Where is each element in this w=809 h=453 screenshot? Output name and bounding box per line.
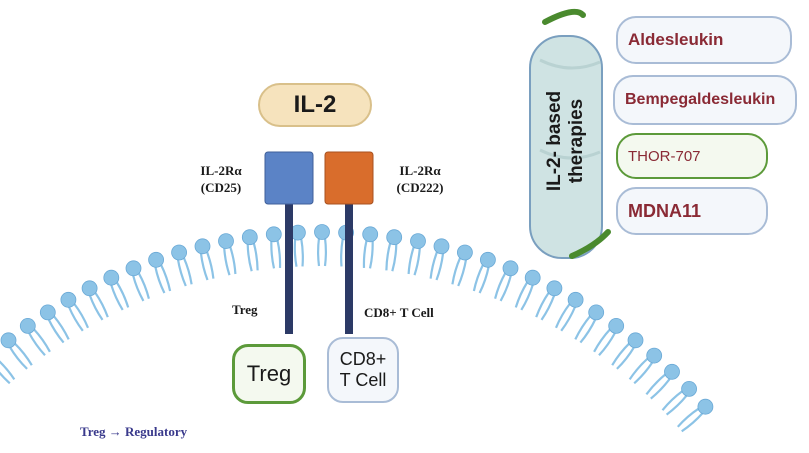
cd222-receptor-sub: (CD222) — [396, 180, 444, 195]
phospholipid — [0, 360, 16, 385]
phospholipid — [611, 332, 644, 370]
footnote: Treg → Regulatory — [80, 424, 188, 439]
phospholipid — [289, 224, 306, 267]
therapy-thor-707: THOR-707 — [616, 133, 768, 179]
treg-cell-label: Treg — [246, 361, 292, 386]
helix-bottom — [569, 229, 611, 259]
cd25-receptor-name: IL-2Rα — [200, 163, 242, 178]
cd8-t-cell: CD8+ T Cell — [327, 337, 399, 403]
phospholipid — [0, 332, 33, 370]
phospholipid — [535, 280, 563, 321]
therapy-mdna11: MDNA11 — [616, 187, 768, 235]
phospholipid — [39, 304, 70, 344]
phospholipid — [265, 226, 282, 269]
phospholipid — [218, 233, 237, 276]
cd8-cell-label-line2: T Cell — [339, 370, 387, 390]
phospholipid — [103, 269, 130, 311]
phospholipid — [661, 380, 697, 416]
cd8-receptor-stalk — [345, 202, 353, 334]
phospholipid — [593, 317, 625, 357]
helix-top — [542, 8, 586, 25]
phospholipid — [645, 363, 680, 400]
cd25-receptor-label: IL-2Rα (CD25) — [186, 162, 256, 196]
cd8-membrane-label: CD8+ T Cell — [364, 305, 434, 320]
phospholipid — [81, 280, 109, 321]
phospholipid — [171, 244, 193, 287]
therapy-capsule — [529, 8, 611, 259]
il2-label: IL-2 — [258, 83, 372, 127]
phospholipid — [19, 317, 51, 357]
phospholipid — [407, 233, 426, 276]
phospholipid — [554, 291, 584, 332]
phospholipid — [241, 229, 259, 272]
cell-membrane — [0, 224, 714, 433]
cd222-receptor-name: IL-2Rα — [399, 163, 441, 178]
helix-inner-faint — [539, 58, 601, 160]
phospholipid — [362, 226, 379, 269]
receptor-stalks — [285, 202, 353, 334]
phospholipid — [385, 229, 403, 272]
phospholipid — [514, 269, 541, 311]
phospholipid — [574, 304, 605, 344]
therapy-bempegaldesleukin: Bempegaldesleukin — [613, 75, 797, 125]
treg-membrane-label: Treg — [232, 302, 258, 317]
cd8-cell-label-line1: CD8+ — [339, 349, 387, 369]
therapies-title-line2: therapies — [566, 98, 587, 184]
phospholipid — [472, 251, 496, 294]
phospholipid — [451, 244, 473, 287]
phospholipid — [125, 260, 150, 302]
phospholipid — [194, 238, 215, 281]
phospholipid — [314, 224, 330, 267]
phospholipid — [494, 260, 519, 302]
therapy-aldesleukin: Aldesleukin — [616, 16, 792, 64]
therapies-title-line1: IL-2- based — [544, 90, 565, 192]
cd222-receptor-block — [324, 151, 374, 205]
phospholipid — [148, 251, 172, 294]
cd222-receptor-label: IL-2Rα (CD222) — [380, 162, 460, 196]
phospholipid — [676, 398, 714, 433]
treg-receptor-stalk — [285, 202, 293, 334]
phospholipid — [429, 238, 450, 281]
treg-cell: Treg — [232, 344, 306, 404]
cd25-receptor-sub: (CD25) — [200, 180, 242, 195]
phospholipid — [60, 291, 90, 332]
phospholipid — [628, 347, 663, 385]
cd25-receptor-block — [264, 151, 314, 205]
